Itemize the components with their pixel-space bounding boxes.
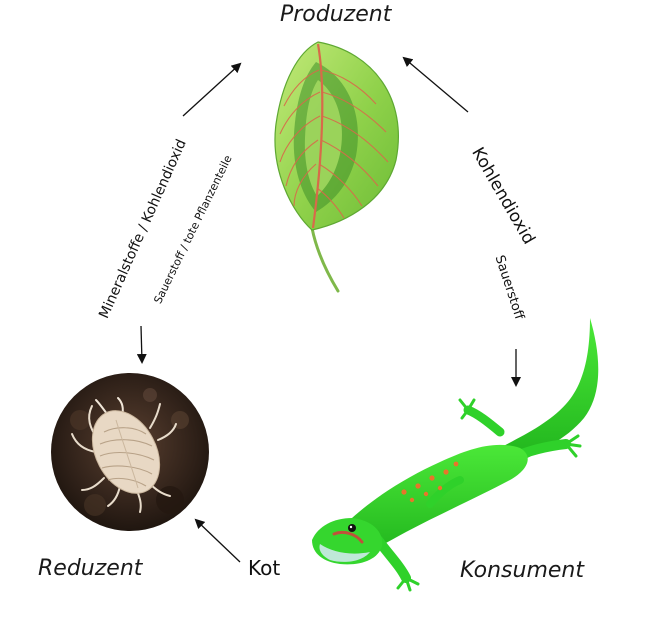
arrow-reducer-to-producer-inner [136,325,147,364]
label-producer: Produzent [280,2,392,27]
arrow-consumer-to-reducer [194,518,241,563]
leaf-illustration [274,41,399,293]
woodlouse-photo [51,373,209,531]
label-reducer: Reduzent [38,556,143,581]
arrow-reducer-to-producer-outer [182,62,242,117]
arrow-producer-to-consumer-outer [402,56,469,113]
green-lizard-illustration [312,318,599,592]
flow-label-consumer-to-reducer: Kot [248,556,281,580]
label-consumer: Konsument [460,558,584,583]
